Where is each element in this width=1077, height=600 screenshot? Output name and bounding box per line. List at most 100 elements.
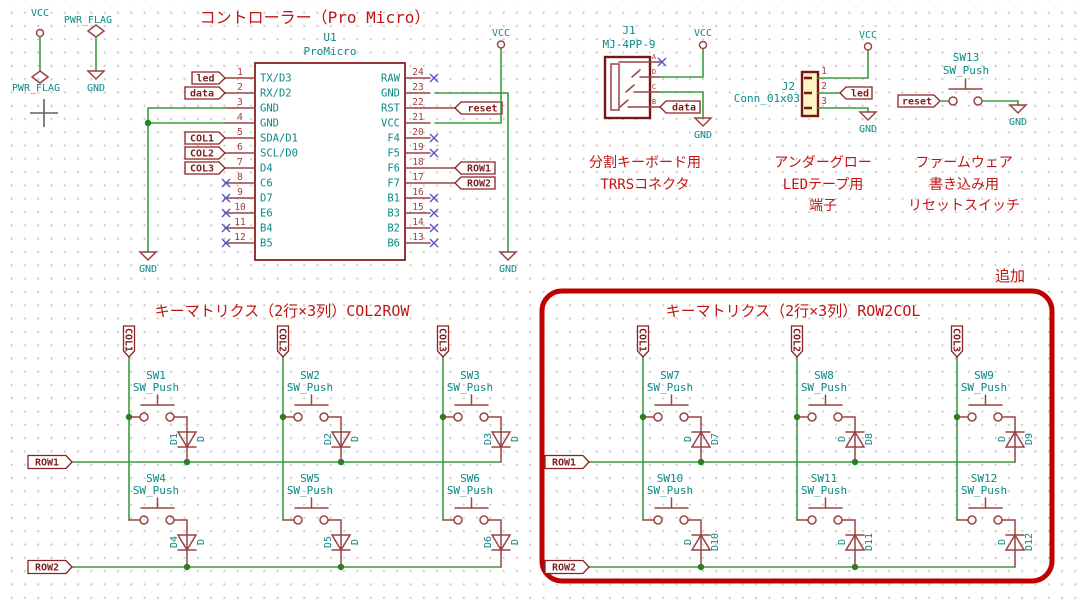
trrs-connector-section[interactable]: J1 MJ-4PP-9 A D C B VCC GND data 分割キーボード… xyxy=(589,24,712,193)
net-label-row[interactable] xyxy=(27,559,73,575)
promicro-body[interactable] xyxy=(254,62,406,261)
net-label[interactable] xyxy=(184,86,226,100)
net-label[interactable] xyxy=(454,161,496,175)
led-connector-section[interactable]: J2 Conn_01x03 1 2 3 VCC led GND アンダーグロー … xyxy=(734,30,877,214)
pin-name-label: RX/D2 xyxy=(260,88,292,100)
diode-label: D4 xyxy=(169,536,180,548)
switch-value: SW_Push xyxy=(287,381,333,394)
power-symbol-pwrflag-gnd[interactable]: PWR_FLAG GND xyxy=(64,15,112,94)
net-label[interactable] xyxy=(191,71,226,85)
net-label-col[interactable] xyxy=(122,325,136,358)
diode-label: D10 xyxy=(710,533,721,551)
component-value: MJ-4PP-9 xyxy=(603,38,656,51)
wire[interactable] xyxy=(434,47,502,124)
matrix-title: キーマトリクス（2行×3列）COL2ROW xyxy=(155,302,411,320)
switch-contact xyxy=(807,412,817,422)
switch-actuator xyxy=(140,394,175,406)
net-label-text: led xyxy=(851,89,869,100)
net-label-data[interactable] xyxy=(659,100,701,114)
push-switch[interactable] xyxy=(948,78,983,106)
net-label-row[interactable] xyxy=(27,454,73,470)
net-label-col[interactable] xyxy=(950,325,964,358)
net-label[interactable] xyxy=(454,176,496,190)
caption: 端子 xyxy=(809,198,837,214)
wire[interactable] xyxy=(817,49,869,79)
net-label-text: COL2 xyxy=(277,328,288,352)
gnd-icon xyxy=(859,111,877,121)
wire[interactable] xyxy=(981,100,1019,106)
net-label-led[interactable] xyxy=(839,86,873,100)
diode-label: D1 xyxy=(169,433,180,445)
diode-triangle-icon xyxy=(330,534,352,552)
wire[interactable] xyxy=(817,107,869,113)
net-label-text: ROW1 xyxy=(35,458,59,469)
switch-actuator xyxy=(454,394,489,406)
trrs-jack-body[interactable] xyxy=(603,55,652,120)
net-label-col[interactable] xyxy=(790,325,804,358)
diode-label: D xyxy=(683,436,694,442)
switch-contact xyxy=(679,412,689,422)
pin xyxy=(687,519,702,568)
origin-cross-icon xyxy=(30,99,58,127)
net-label-col[interactable] xyxy=(436,325,450,358)
net-label-text: COL1 xyxy=(123,328,134,352)
pin-number-label: 1 xyxy=(237,67,243,78)
net-label-reset[interactable] xyxy=(897,94,941,108)
net-label-col[interactable] xyxy=(636,325,650,358)
net-label-col[interactable] xyxy=(276,325,290,358)
wire[interactable] xyxy=(147,107,226,124)
reset-switch-section[interactable]: SW13 SW_Push reset GND ファームウェア 書き込み用 リセッ… xyxy=(897,51,1027,214)
net-label[interactable] xyxy=(184,146,226,160)
switch-contact xyxy=(293,515,303,525)
switch-ref: SW4 xyxy=(146,472,166,485)
switch-value: SW_Push xyxy=(647,381,693,394)
pin-number-label: 5 xyxy=(237,127,243,138)
switch-value: SW_Push xyxy=(647,484,693,497)
switch-actuator xyxy=(968,394,1003,406)
wire[interactable] xyxy=(659,91,704,119)
net-label-row[interactable] xyxy=(544,559,590,575)
pin-number-label: 2 xyxy=(237,82,243,93)
wire[interactable] xyxy=(659,47,704,78)
net-label-text: COL2 xyxy=(791,328,802,352)
caption: 分割キーボード用 xyxy=(589,154,701,171)
power-symbol-vcc-pwrflag[interactable]: VCC PWR_FLAG xyxy=(12,8,60,94)
vcc-icon xyxy=(35,28,45,38)
switch-contact xyxy=(139,515,149,525)
net-label[interactable] xyxy=(184,131,226,145)
wire[interactable] xyxy=(434,92,509,253)
net-label-row[interactable] xyxy=(544,454,590,470)
switch-contact xyxy=(967,515,977,525)
gnd-label: GND xyxy=(87,83,105,94)
net-label[interactable] xyxy=(454,101,503,115)
net-label[interactable] xyxy=(184,161,226,175)
